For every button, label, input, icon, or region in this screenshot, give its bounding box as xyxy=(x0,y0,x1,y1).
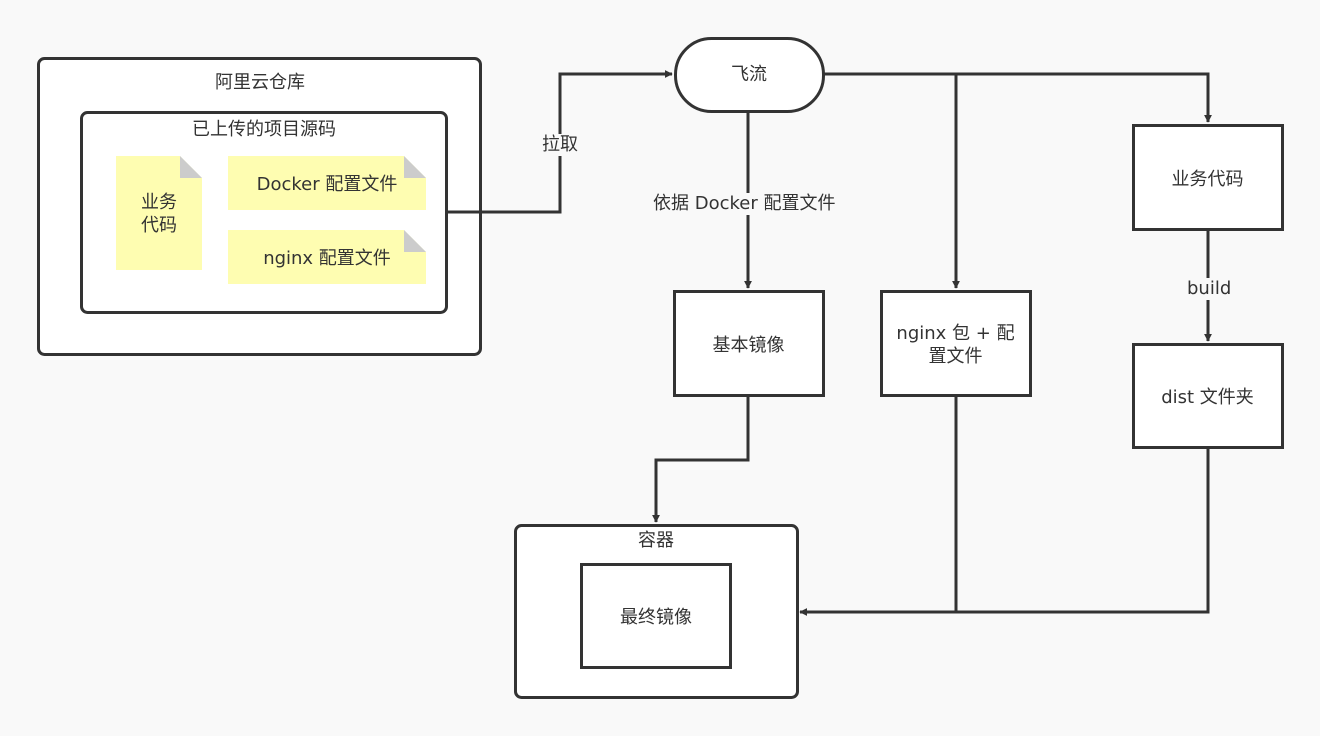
note-nginx-config[interactable] xyxy=(228,230,426,284)
edge-docker-build-label: 依据 Docker 配置文件 xyxy=(652,193,837,215)
node-dist-folder-label: dist 文件夹 xyxy=(1161,387,1254,408)
note-nginx-config-label: nginx 配置文件 xyxy=(263,248,391,269)
node-business-code[interactable] xyxy=(1132,124,1284,231)
note-business-code[interactable] xyxy=(116,156,202,270)
note-fold-icon xyxy=(404,156,426,178)
container-label: 容器 xyxy=(638,530,674,551)
node-business-code-label: 业务代码 xyxy=(1171,169,1244,190)
node-final-image[interactable] xyxy=(580,563,732,669)
note-business-code-label-line2: 代码 xyxy=(141,215,177,236)
note-fold-icon xyxy=(180,156,202,178)
aliyun-repo-label: 阿里云仓库 xyxy=(215,72,305,93)
node-base-image[interactable] xyxy=(673,290,825,397)
edge-base-to-container[interactable] xyxy=(652,396,750,523)
note-fold-icon xyxy=(404,230,426,252)
node-dist-folder[interactable] xyxy=(1132,343,1284,449)
edge-dist-to-container[interactable] xyxy=(799,448,1210,616)
node-feiliu[interactable] xyxy=(674,37,825,113)
uploaded-source-label: 已上传的项目源码 xyxy=(192,119,336,140)
node-final-image-label: 最终镜像 xyxy=(620,607,692,628)
edge-feiliu-to-business[interactable] xyxy=(824,72,1212,123)
note-business-code-label-line1: 业务 xyxy=(141,192,177,213)
node-feiliu-label: 飞流 xyxy=(731,64,767,85)
node-base-image-label: 基本镜像 xyxy=(712,335,785,356)
node-nginx-pkg-label-line1: nginx 包 + 配 xyxy=(896,323,1015,344)
note-docker-config[interactable] xyxy=(228,156,426,210)
edge-pull-label: 拉取 xyxy=(541,134,579,156)
edge-build-label: build xyxy=(1186,278,1233,300)
node-nginx-pkg[interactable] xyxy=(880,290,1032,397)
note-docker-config-label: Docker 配置文件 xyxy=(256,174,398,195)
node-nginx-pkg-label-line2: 置文件 xyxy=(928,346,983,367)
